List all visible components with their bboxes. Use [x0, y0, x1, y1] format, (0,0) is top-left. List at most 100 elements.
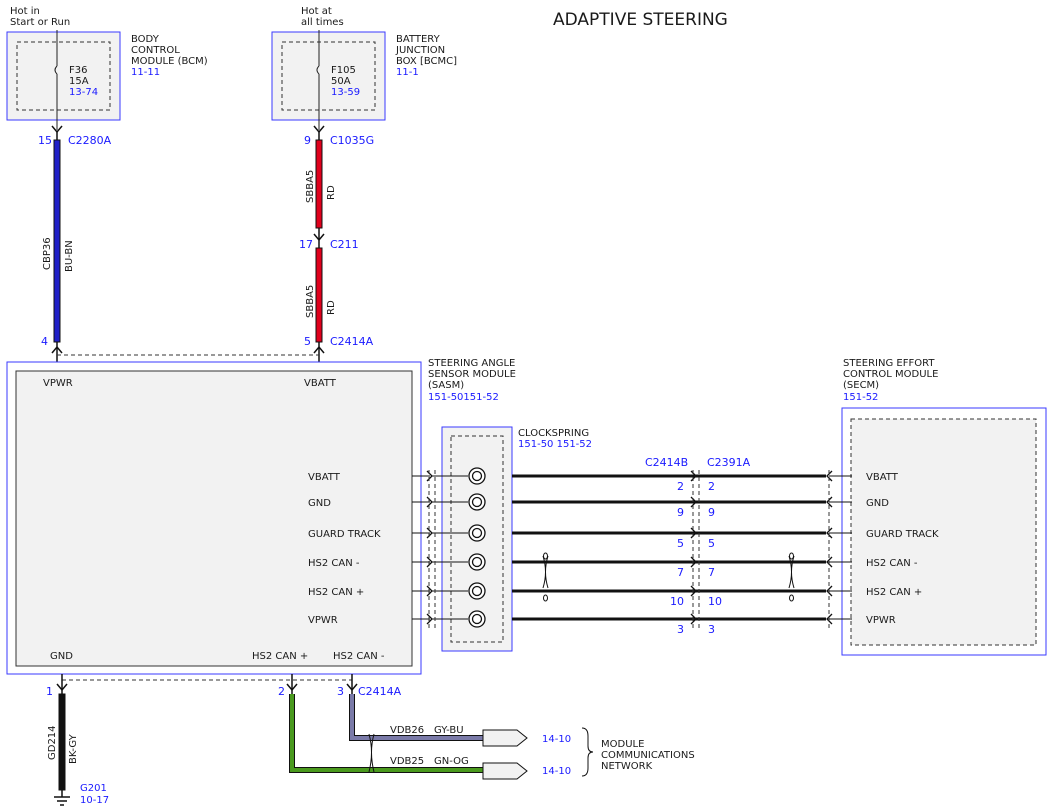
pin-9: 9 — [304, 134, 311, 147]
secm-signal-vpwr: VPWR — [866, 615, 896, 626]
sasm-gnd-label: GND — [50, 651, 73, 662]
network-line2: COMMUNICATIONS — [601, 750, 695, 761]
clockspring-coil-icon — [468, 524, 486, 542]
ground-circuit: GD214 — [47, 725, 58, 760]
clockspring-coil-icon — [468, 493, 486, 511]
clockspring-coil-icon — [468, 582, 486, 600]
vdb25-color: GN-OG — [434, 756, 469, 767]
clockspring-coil-icon — [468, 553, 486, 571]
bjb-name-line3: BOX [BCMC] — [396, 56, 457, 67]
clockspring-name: CLOCKSPRING — [518, 428, 589, 439]
connector-arrow-icon — [313, 345, 325, 354]
network-line1: MODULE — [601, 739, 644, 750]
bcm-fuse-ref: 13-74 — [69, 87, 98, 98]
pin-2: 2 — [278, 685, 285, 698]
secm-inner-box — [850, 418, 1037, 646]
connector-arrow-icon — [346, 683, 358, 692]
bjb-hot-line2: all times — [301, 17, 344, 28]
signal-pin-right: 2 — [708, 480, 715, 493]
sasm-signal-labels: VBATT GND GUARD TRACK HS2 CAN - HS2 CAN … — [308, 472, 381, 626]
vdb26-ref: 14-10 — [542, 734, 571, 745]
twisted-pair-icon — [368, 733, 375, 773]
vdb26-connector-icon — [482, 729, 528, 747]
bjb-name-line1: BATTERY — [396, 34, 441, 45]
connector-c211: C211 — [330, 238, 359, 251]
wire-vdb26: VDB26 GY-BU 14-10 — [349, 694, 571, 747]
wire-cbp36: 15 C2280A CBP36 BU-BN 4 — [38, 125, 112, 362]
gray-blue-wire — [350, 694, 483, 740]
connector-c2391a: C2391A — [707, 456, 751, 469]
sasm-signal-vbatt: VBATT — [308, 472, 341, 483]
sasm-hs2m-label: HS2 CAN - — [333, 651, 385, 662]
signal-pin-left: 3 — [677, 623, 684, 636]
connector-arrow-icon — [690, 613, 697, 625]
connector-c2280a: C2280A — [68, 134, 112, 147]
twisted-pair-icon — [788, 552, 795, 602]
brace-icon — [581, 727, 594, 777]
pin-15: 15 — [38, 134, 52, 147]
red-wire-lower — [315, 247, 323, 343]
ground-name: G201 — [80, 783, 107, 794]
pin-17: 17 — [299, 238, 313, 251]
bcm-name-line2: CONTROL — [131, 45, 180, 56]
blue-wire — [53, 139, 61, 343]
signal-pin-right: 7 — [708, 566, 715, 579]
wire-vdb25: VDB25 GN-OG 14-10 — [289, 694, 571, 780]
connector-arrow-icon — [826, 496, 833, 508]
sbba5-circuit-upper: SBBA5 — [305, 170, 316, 203]
secm-outer-box — [841, 407, 1047, 656]
secm-signal-hs2-can-plus: HS2 CAN + — [866, 587, 922, 598]
bjb-hot-line1: Hot at — [301, 6, 332, 17]
clockspring-coil-icon — [468, 467, 486, 485]
connector-arrow-icon — [826, 613, 833, 625]
bcm-fuse: F36 — [69, 65, 87, 76]
sasm-outer-box — [6, 361, 422, 675]
black-gray-wire — [58, 693, 66, 791]
bcm-name-line1: BODY — [131, 34, 160, 45]
sasm-module: VPWR VBATT GND HS2 CAN + HS2 CAN - STEER… — [6, 358, 516, 675]
signal-pin-left: 2 — [677, 480, 684, 493]
signal-pin-right: 5 — [708, 537, 715, 550]
pin-5: 5 — [304, 335, 311, 348]
vdb25-ref: 14-10 — [542, 766, 571, 777]
connector-arrow-icon — [826, 556, 833, 568]
connector-arrow-icon — [826, 527, 833, 539]
sbba5-circuit-lower: SBBA5 — [305, 285, 316, 318]
connector-c1035g: C1035G — [330, 134, 374, 147]
bcm-name-line3: MODULE (BCM) — [131, 56, 208, 67]
vdb26-circuit: VDB26 — [390, 725, 424, 736]
connector-arrow-icon — [51, 345, 63, 354]
bjb-fuse-ref: 13-59 — [331, 87, 360, 98]
pin-1: 1 — [46, 685, 53, 698]
signal-pin-right: 3 — [708, 623, 715, 636]
pin-4: 4 — [41, 335, 48, 348]
sasm-signal-hs2-can-plus: HS2 CAN + — [308, 587, 364, 598]
fuse-symbol-icon — [54, 65, 58, 75]
connector-c2414b: C2414B — [645, 456, 688, 469]
sasm-signal-guard-track: GUARD TRACK — [308, 529, 381, 540]
signal-pin-right: 10 — [708, 595, 722, 608]
bcm-hot-line2: Start or Run — [10, 17, 70, 28]
secm-signal-vbatt: VBATT — [866, 472, 899, 483]
secm-name-line1: STEERING EFFORT — [843, 358, 935, 369]
pin-3: 3 — [337, 685, 344, 698]
sasm-vpwr-label: VPWR — [43, 378, 73, 389]
signal-pin-right: 9 — [708, 506, 715, 519]
clockspring: CLOCKSPRING 151-50 151-52 — [441, 426, 592, 652]
bjb-name-line2: JUNCTION — [395, 45, 445, 56]
bcm-ref: 11-11 — [131, 67, 160, 78]
signal-pin-left: 10 — [670, 595, 684, 608]
diagram-title: ADAPTIVE STEERING — [553, 10, 728, 30]
bjb-fuse: F105 — [331, 65, 356, 76]
sasm-hs2p-label: HS2 CAN + — [252, 651, 308, 662]
connector-c2414a-top: C2414A — [330, 335, 374, 348]
secm-ref: 151-52 — [843, 392, 878, 403]
connector-arrow-icon — [286, 683, 298, 692]
bjb-power-source: Hot at all times F105 50A 13-59 BATTERY … — [271, 6, 457, 130]
vdb25-connector-icon — [482, 762, 528, 780]
network-line3: NETWORK — [601, 761, 653, 772]
